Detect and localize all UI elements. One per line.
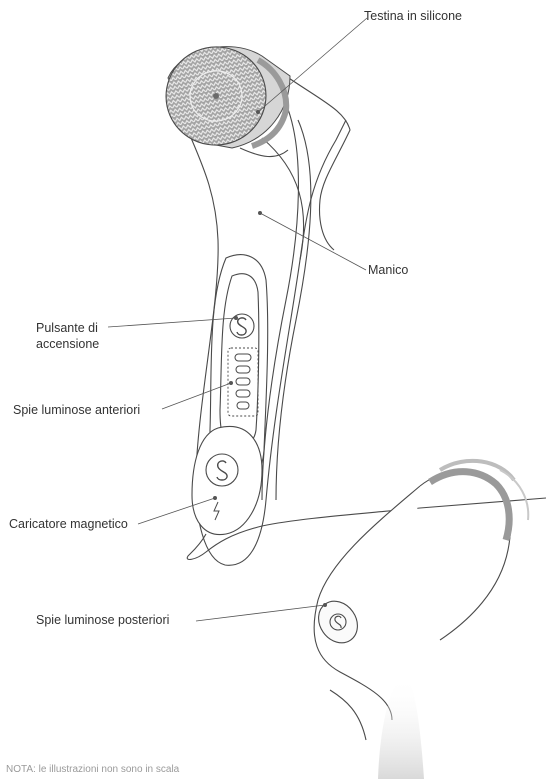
label-handle: Manico xyxy=(368,262,408,278)
label-power-line1: Pulsante di xyxy=(36,320,99,336)
silicone-brush-head xyxy=(157,38,290,155)
leader-back-lights xyxy=(196,605,325,621)
label-silicone-head: Testina in silicone xyxy=(364,8,462,24)
scale-note: NOTA: le illustrazioni non sono in scala xyxy=(6,764,179,775)
label-back-lights: Spie luminose posteriori xyxy=(36,612,169,628)
label-front-lights: Spie luminose anteriori xyxy=(13,402,140,418)
label-power-button: Pulsante di accensione xyxy=(36,320,99,352)
label-power-line2: accensione xyxy=(36,336,99,352)
label-magnetic-charger: Caricatore magnetico xyxy=(9,516,128,532)
